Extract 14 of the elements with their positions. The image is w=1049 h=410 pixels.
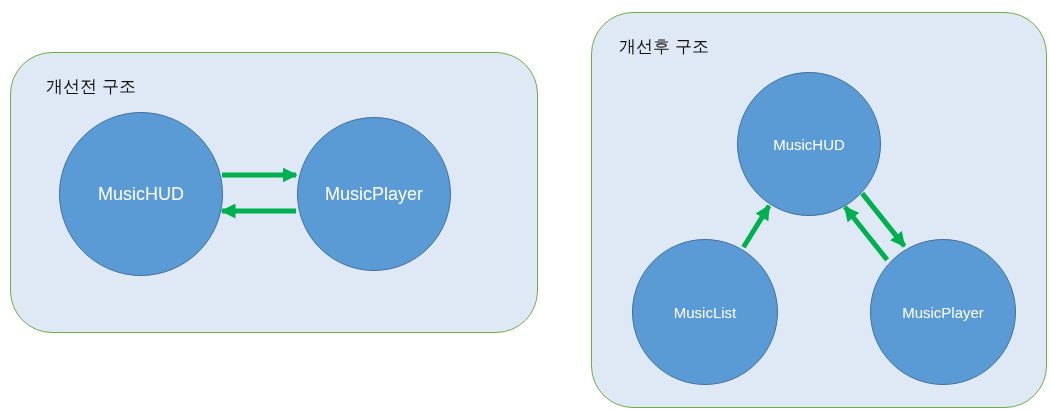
- arrow: [741, 204, 772, 249]
- arrow: [220, 203, 297, 219]
- module-circle: MusicList: [632, 239, 778, 385]
- panel: [10, 52, 538, 333]
- arrow: [222, 167, 298, 183]
- arrow: [843, 205, 890, 262]
- module-circle: MusicPlayer: [297, 117, 451, 271]
- module-circle: MusicHUD: [59, 112, 223, 276]
- panel: [591, 12, 1047, 408]
- module-circle: MusicPlayer: [870, 239, 1016, 385]
- panel-title: 개선후 구조: [619, 35, 710, 58]
- arrow: [860, 191, 907, 248]
- module-circle: MusicHUD: [737, 72, 881, 216]
- panel-title: 개선전 구조: [46, 75, 137, 98]
